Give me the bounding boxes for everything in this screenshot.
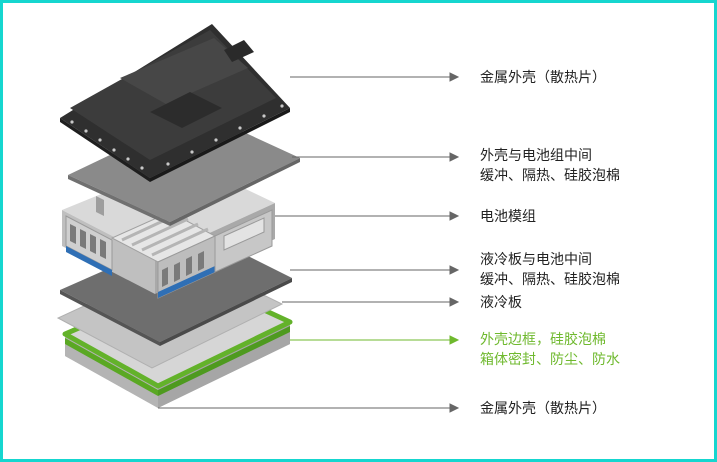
leader-lines — [158, 72, 460, 413]
label-cold-plate: 液冷板 — [480, 293, 522, 313]
label-frame-seal-line-1: 外壳边框，硅胶泡棉 — [480, 332, 606, 348]
label-shell-module-buffer: 外壳与电池组中间 缓冲、隔热、硅胶泡棉 — [480, 146, 620, 186]
leader-shell-module-buffer — [292, 152, 460, 162]
leader-frame-seal — [290, 335, 460, 345]
leader-coldplate-module-buffer — [290, 265, 460, 275]
label-top-shell: 金属外壳（散热片） — [480, 68, 606, 88]
label-shell-module-buffer-line-1: 外壳与电池组中间 — [480, 148, 592, 164]
label-shell-module-buffer-line-2: 缓冲、隔热、硅胶泡棉 — [480, 168, 620, 184]
upper-cushion-sheet — [68, 112, 300, 226]
leader-cold-plate — [282, 297, 460, 307]
label-coldplate-module-buffer-line-1: 液冷板与电池中间 — [480, 252, 592, 268]
label-bottom-shell-line-1: 金属外壳（散热片） — [480, 401, 606, 417]
label-battery-module-line-1: 电池模组 — [480, 209, 536, 225]
label-coldplate-module-buffer: 液冷板与电池中间 缓冲、隔热、硅胶泡棉 — [480, 250, 620, 290]
leader-top-shell — [290, 72, 460, 82]
label-top-shell-line-1: 金属外壳（散热片） — [480, 70, 606, 86]
top-metal-shell — [60, 24, 290, 182]
label-coldplate-module-buffer-line-2: 缓冲、隔热、硅胶泡棉 — [480, 272, 620, 288]
leader-bottom-shell — [158, 403, 460, 413]
label-frame-seal-line-2: 箱体密封、防尘、防水 — [480, 352, 620, 368]
leader-battery-module — [275, 211, 460, 221]
label-cold-plate-line-1: 液冷板 — [480, 295, 522, 311]
label-frame-seal: 外壳边框，硅胶泡棉 箱体密封、防尘、防水 — [480, 330, 620, 370]
label-battery-module: 电池模组 — [480, 207, 536, 227]
label-bottom-shell: 金属外壳（散热片） — [480, 399, 606, 419]
